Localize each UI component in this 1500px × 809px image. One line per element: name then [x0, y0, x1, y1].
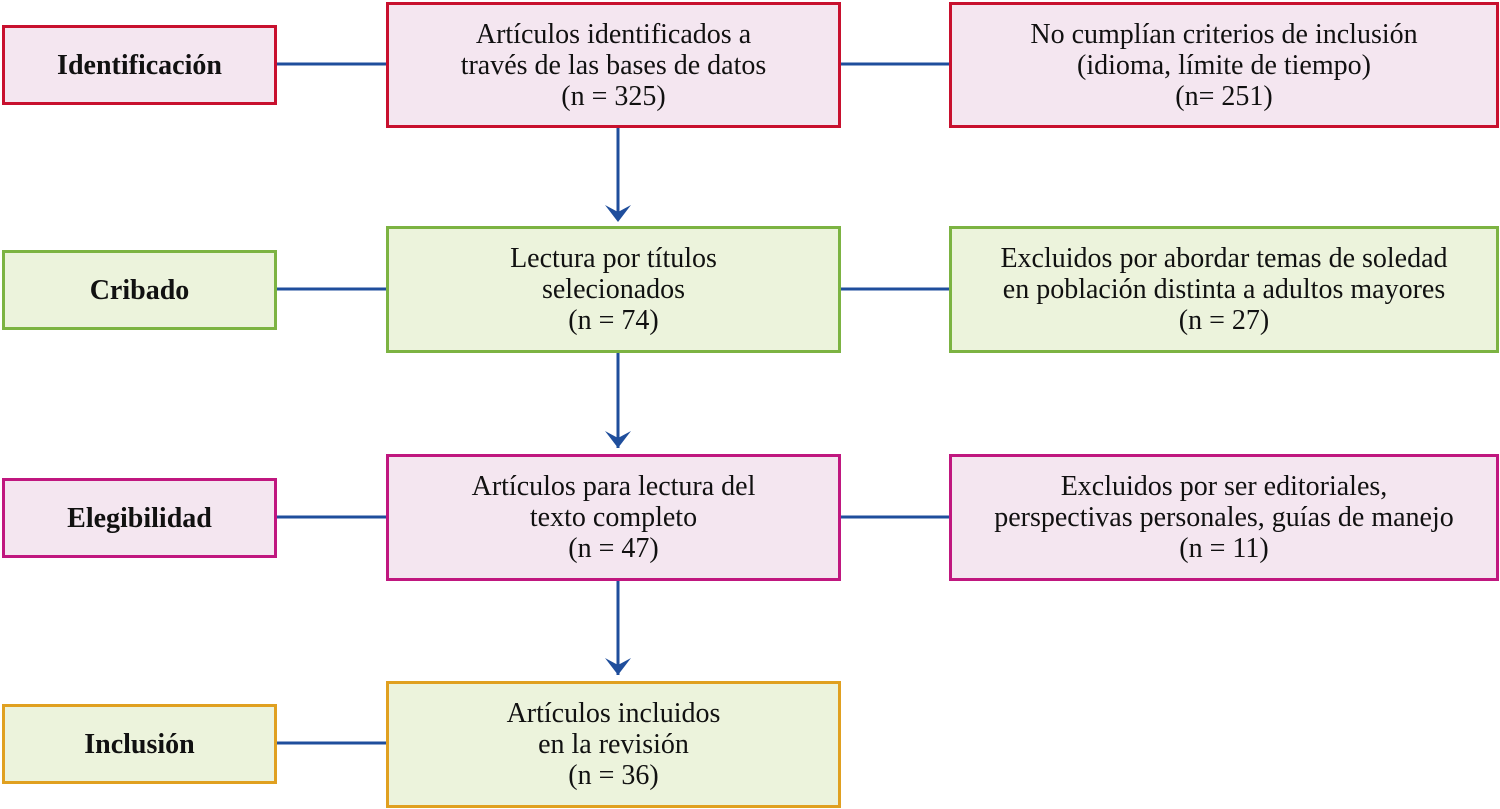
- line: (n = 47): [568, 533, 659, 564]
- stage-label-identificacion: Identificación: [2, 25, 277, 105]
- line: (n = 36): [568, 760, 659, 791]
- line: Artículos incluidos: [506, 698, 721, 729]
- line: Excluidos por abordar temas de soledad: [1000, 243, 1448, 274]
- stage-label-cribado: Cribado: [2, 250, 277, 330]
- line: (n= 251): [1175, 80, 1273, 112]
- arrow-down-icon: [605, 658, 631, 675]
- label-text: Cribado: [89, 274, 190, 306]
- line: (n = 74): [568, 305, 659, 336]
- line: No cumplían criterios de inclusión: [1030, 18, 1418, 50]
- line: (n = 325): [561, 80, 666, 112]
- line: Excluidos por ser editoriales,: [1060, 471, 1388, 502]
- line: Artículos identificados a: [475, 18, 752, 50]
- label-text: Identificación: [57, 49, 222, 81]
- line: (n = 11): [1179, 533, 1269, 564]
- line: selecionados: [541, 274, 686, 305]
- line: texto completo: [529, 502, 698, 533]
- line: (n = 27): [1178, 305, 1270, 336]
- line: en población distinta a adultos mayores: [1002, 274, 1446, 305]
- line: en la revisión: [538, 729, 689, 760]
- line: (idioma, límite de tiempo): [1077, 49, 1371, 81]
- excluded-identification-box: No cumplían criterios de inclusión(idiom…: [949, 2, 1499, 128]
- arrow-down-icon: [605, 205, 631, 222]
- stage-label-elegibilidad: Elegibilidad: [2, 478, 277, 558]
- stage-label-inclusion: Inclusión: [2, 704, 277, 784]
- line: través de las bases de datos: [460, 49, 767, 81]
- excluded-eligibility-box: Excluidos por ser editoriales,perspectiv…: [949, 454, 1499, 581]
- line: perspectivas personales, guías de manejo: [994, 502, 1454, 533]
- line: Lectura por títulos: [510, 243, 717, 274]
- arrow-down-icon: [605, 431, 631, 448]
- label-text: Elegibilidad: [67, 502, 212, 534]
- label-text: Inclusión: [84, 728, 195, 760]
- line: Artículos para lectura del: [471, 471, 756, 502]
